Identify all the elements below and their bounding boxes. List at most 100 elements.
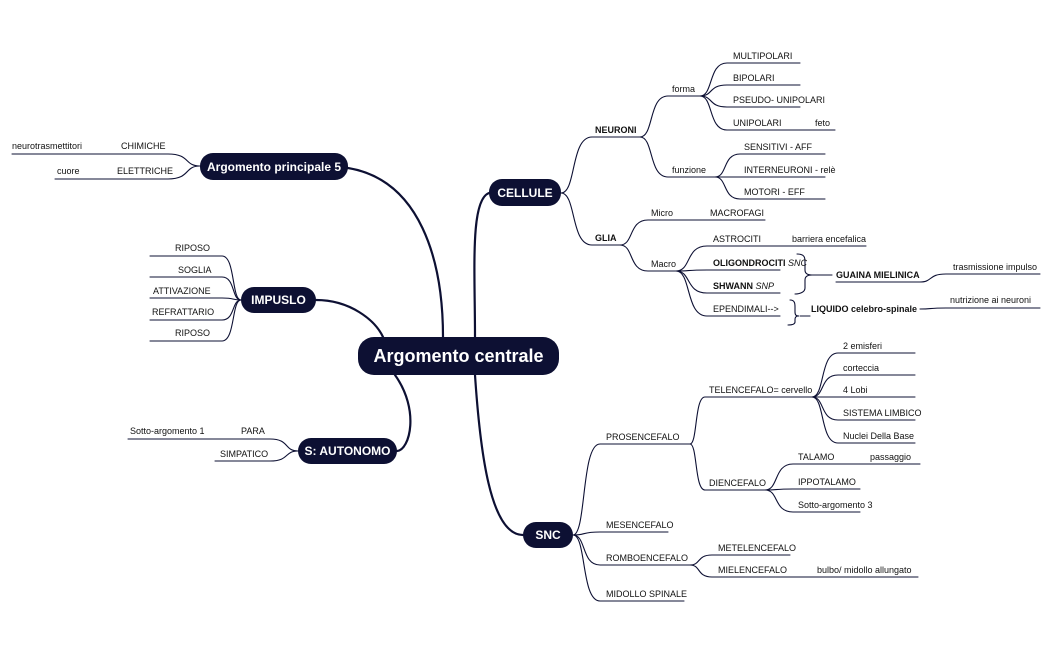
edge-central-cellule (473, 191, 491, 339)
edge-snc-mesencefalo (572, 531, 669, 536)
label-guaina-mielinica[interactable]: GUAINA MIELINICA (836, 270, 920, 280)
label-neurotrasmettitori[interactable]: neurotrasmettitori (12, 141, 83, 151)
label-refrattario[interactable]: REFRATTARIO (152, 307, 215, 317)
label-diencefalo[interactable]: DIENCEFALO (709, 478, 767, 488)
edge-rombo-mielencefalo (689, 564, 801, 578)
label-sistema-limbico[interactable]: SISTEMA LIMBICO (843, 408, 922, 418)
edge-central-autonomo (393, 373, 412, 453)
label-prosencefalo[interactable]: PROSENCEFALO (606, 432, 680, 442)
label-riposo-1[interactable]: RIPOSO (175, 243, 211, 253)
label-attivazione[interactable]: ATTIVAZIONE (153, 286, 211, 296)
label-nuclei-della-base[interactable]: Nuclei Della Base (843, 431, 915, 441)
edge-central-arg5 (346, 166, 445, 339)
label-micro[interactable]: Micro (651, 208, 673, 218)
label-chimiche[interactable]: CHIMICHE (121, 141, 166, 151)
label-multipolari[interactable]: MULTIPOLARI (733, 51, 793, 61)
edge-impulso-1 (149, 276, 242, 301)
bracket-liquido (787, 299, 800, 326)
label-telencefalo[interactable]: TELENCEFALO= cervello (709, 385, 813, 395)
label-simpatico[interactable]: SIMPATICO (220, 449, 269, 459)
label-soglia[interactable]: SOGLIA (178, 265, 212, 275)
edge-diencefalo-2 (764, 489, 861, 513)
label-midollo-spinale[interactable]: MIDOLLO SPINALE (606, 589, 688, 599)
label-ependimali[interactable]: EPENDIMALI--> (713, 304, 779, 314)
label-para[interactable]: PARA (241, 426, 265, 436)
edge-impulso-4 (149, 299, 242, 342)
label-talamo[interactable]: TALAMO (798, 452, 835, 462)
label-4-lobi[interactable]: 4 Lobi (843, 385, 868, 395)
topic-snc[interactable]: SNC (523, 522, 573, 548)
edge-glia-micro (619, 219, 766, 246)
edge-central-impulso (314, 298, 385, 339)
edge-forma-1 (699, 84, 801, 97)
topic-s-autonomo[interactable]: S: AUTONOMO (298, 438, 397, 464)
edge-cellule-neuroni (560, 136, 641, 194)
edge-forma-0 (699, 62, 801, 97)
edge-telencefalo-1 (811, 374, 916, 398)
label-sotto-argomento-1[interactable]: Sotto-argomento 1 (130, 426, 205, 436)
edge-snc-midollo (572, 534, 685, 602)
edge-macro-0 (675, 245, 781, 272)
label-mielencefalo[interactable]: MIELENCEFALO (718, 565, 788, 575)
label-pseudo-unipolari[interactable]: PSEUDO- UNIPOLARI (733, 95, 826, 105)
edge-macro-1 (675, 269, 781, 272)
label-shwann[interactable]: SHWANN SNP (713, 281, 775, 291)
label-sensitivi[interactable]: SENSITIVI - AFF (744, 142, 813, 152)
label-funzione[interactable]: funzione (672, 165, 707, 175)
edge-macro-3 (675, 270, 781, 317)
label-bulbo-midollo-allungato[interactable]: bulbo/ midollo allungato (817, 565, 912, 575)
edge-neuroni-funzione (639, 136, 716, 178)
label-interneuroni[interactable]: INTERNEURONI - relè (744, 165, 836, 175)
label-liquido-celebro-spinale[interactable]: LIQUIDO celebro-spinale (811, 304, 918, 314)
label-romboencefalo[interactable]: ROMBOENCEFALO (606, 553, 689, 563)
edge-autonomo-simpatico (214, 450, 299, 462)
label-forma[interactable]: forma (672, 84, 696, 94)
label-sotto-argomento-3[interactable]: Sotto-argomento 3 (798, 500, 873, 510)
label-oligondrociti[interactable]: OLIGONDROCITI SNC (713, 258, 808, 268)
edge-snc-prosencefalo (572, 443, 691, 536)
label-barriera-encefalica[interactable]: barriera encefalica (792, 234, 867, 244)
label-astrociti[interactable]: ASTROCITI (713, 234, 762, 244)
label-passaggio[interactable]: passaggio (870, 452, 912, 462)
topic-argomento-principale-5[interactable]: Argomento principale 5 (200, 153, 348, 180)
label-ippotalamo[interactable]: IPPOTALAMO (798, 477, 856, 487)
edge-autonomo-para (231, 438, 299, 452)
edge-impulso-0 (149, 255, 242, 301)
label-macrofagi[interactable]: MACROFAGI (710, 208, 765, 218)
label-macro[interactable]: Macro (651, 259, 677, 269)
edge-glia-macro (619, 244, 677, 272)
edge-diencefalo-1 (764, 488, 861, 491)
edge-liquido-nutrizione (919, 307, 1041, 310)
topic-cellule[interactable]: CELLULE (489, 179, 561, 206)
label-elettriche[interactable]: ELETTRICHE (117, 166, 174, 176)
label-motori[interactable]: MOTORI - EFF (744, 187, 805, 197)
label-corteccia[interactable]: corteccia (843, 363, 880, 373)
edge-prosencefalo-diencefalo (689, 443, 766, 491)
label-nutrizione-ai-neuroni[interactable]: nutrizione ai neuroni (950, 295, 1032, 305)
edge-forma-3 (699, 95, 801, 131)
edge-snc-romboencefalo (572, 534, 691, 566)
edge-telencefalo-0 (811, 352, 916, 398)
edge-funzione-0 (714, 153, 826, 178)
edge-central-snc (473, 373, 525, 537)
label-cuore[interactable]: cuore (57, 166, 80, 176)
label-glia[interactable]: GLIA (595, 233, 617, 243)
edge-funzione-2 (714, 176, 826, 200)
edge-arg5-elettriche (99, 165, 201, 180)
label-feto[interactable]: feto (815, 118, 831, 128)
label-neuroni[interactable]: NEURONI (595, 125, 637, 135)
label-metelencefalo[interactable]: METELENCEFALO (718, 543, 797, 553)
edge-rombo-metelencefalo (689, 554, 791, 566)
label-bipolari[interactable]: BIPOLARI (733, 73, 775, 83)
label-trasmissione-impulso[interactable]: trasmissione impulso (953, 262, 1038, 272)
label-unipolari[interactable]: UNIPOLARI (733, 118, 782, 128)
topic-impulso[interactable]: IMPUSLO (241, 287, 316, 313)
edge-impulso-2 (149, 297, 242, 301)
central-topic[interactable]: Argomento centrale (358, 337, 559, 375)
label-2-emisferi[interactable]: 2 emisferi (843, 341, 883, 351)
label-riposo-2[interactable]: RIPOSO (175, 328, 211, 338)
edge-cellule-glia (560, 192, 621, 246)
label-mesencefalo[interactable]: MESENCEFALO (606, 520, 674, 530)
edge-telencefalo-4 (811, 396, 916, 444)
